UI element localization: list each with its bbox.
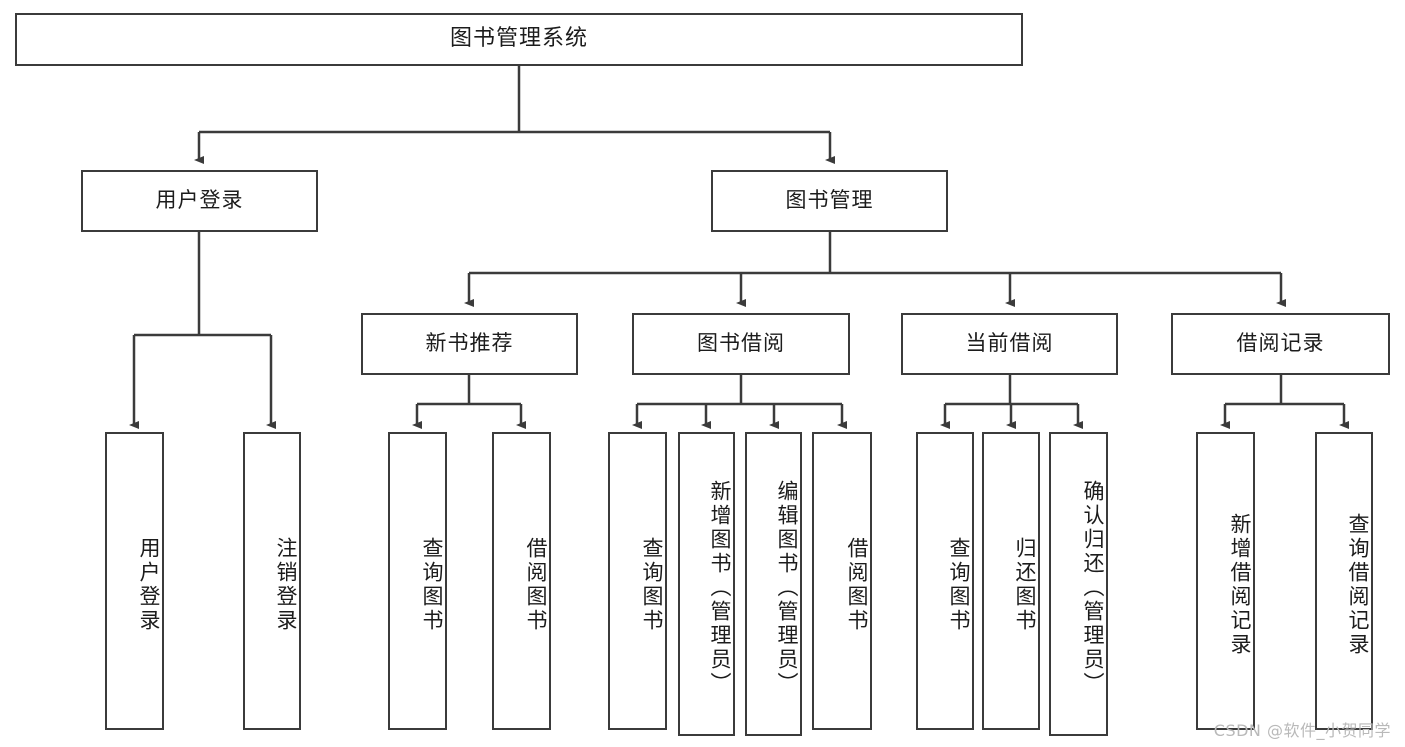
leaf-borrow-record-add[interactable]: 新增借阅记录: [1196, 432, 1255, 730]
node-label: 借阅记录: [1236, 331, 1325, 356]
node-label: 新增借阅记录: [1228, 513, 1252, 657]
node-label: 当前借阅: [965, 331, 1054, 356]
node-label: 借阅图书: [845, 537, 869, 633]
node-label: 查询借阅记录: [1346, 513, 1370, 657]
leaf-new-book-borrow[interactable]: 借阅图书: [492, 432, 551, 730]
leaf-user-login-signout[interactable]: 注销登录: [243, 432, 301, 730]
node-label: 注销登录: [274, 537, 298, 633]
node-new-book-recommend[interactable]: 新书推荐: [361, 313, 578, 375]
node-label: 查询图书: [640, 537, 664, 633]
node-user-login[interactable]: 用户登录: [81, 170, 318, 232]
node-label: 归还图书: [1013, 537, 1037, 633]
leaf-book-borrow-edit[interactable]: 编辑图书（管理员）: [745, 432, 802, 736]
node-label: 查询图书: [947, 537, 971, 633]
leaf-current-borrow-confirm-return[interactable]: 确认归还（管理员）: [1049, 432, 1108, 736]
node-label: 新书推荐: [425, 331, 514, 356]
leaf-user-login-signin[interactable]: 用户登录: [105, 432, 164, 730]
watermark: CSDN @软件_小贺同学: [1213, 721, 1391, 740]
node-book-borrow[interactable]: 图书借阅: [632, 313, 850, 375]
node-book-management[interactable]: 图书管理: [711, 170, 948, 232]
node-label: 编辑图书（管理员）: [775, 480, 799, 696]
node-label: 图书管理: [785, 188, 874, 213]
node-label: 图书管理系统: [449, 26, 588, 52]
node-borrow-record[interactable]: 借阅记录: [1171, 313, 1390, 375]
node-label: 新增图书（管理员）: [708, 480, 732, 696]
leaf-current-borrow-return[interactable]: 归还图书: [982, 432, 1040, 730]
node-current-borrow[interactable]: 当前借阅: [901, 313, 1118, 375]
node-label: 确认归还（管理员）: [1081, 480, 1105, 696]
node-label: 用户登录: [155, 188, 244, 213]
leaf-book-borrow-add[interactable]: 新增图书（管理员）: [678, 432, 735, 736]
node-label: 用户登录: [137, 537, 161, 633]
node-label: 借阅图书: [524, 537, 548, 633]
leaf-book-borrow-lend[interactable]: 借阅图书: [812, 432, 872, 730]
leaf-current-borrow-query[interactable]: 查询图书: [916, 432, 974, 730]
node-root-system[interactable]: 图书管理系统: [15, 13, 1023, 66]
leaf-borrow-record-query[interactable]: 查询借阅记录: [1315, 432, 1373, 730]
node-label: 图书借阅: [697, 331, 785, 356]
leaf-book-borrow-query[interactable]: 查询图书: [608, 432, 667, 730]
node-label: 查询图书: [420, 537, 444, 633]
leaf-new-book-query[interactable]: 查询图书: [388, 432, 447, 730]
